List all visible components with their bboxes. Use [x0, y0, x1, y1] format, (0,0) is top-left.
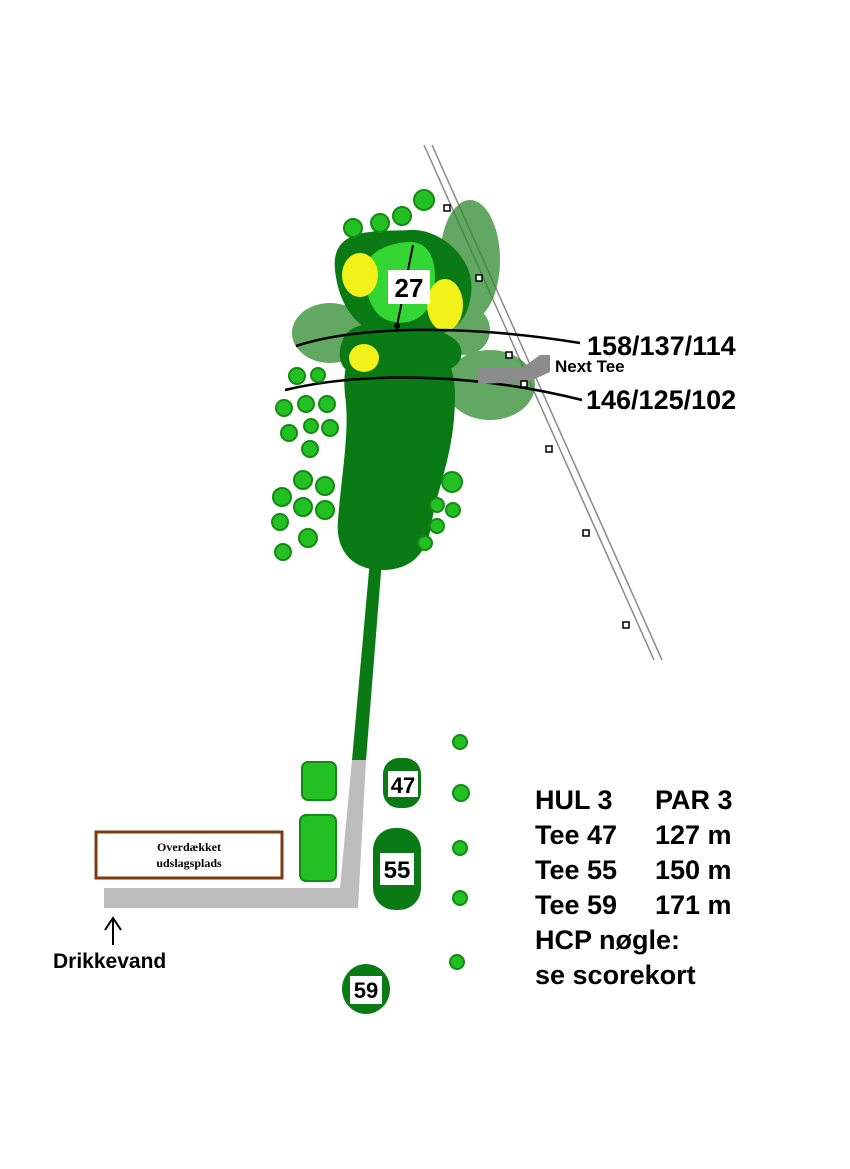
tee-55-length: 150 m — [655, 855, 732, 885]
tee-number-59: 59 — [354, 978, 378, 1003]
distance-arcs — [284, 328, 583, 402]
distance-front-label: 158/137/114 — [587, 331, 736, 361]
flag-number: 27 — [395, 273, 424, 303]
next-tee-label: Next Tee — [555, 357, 625, 376]
tee-55-name: Tee 55 — [535, 855, 618, 885]
rough-area — [292, 200, 535, 420]
ob-markers — [443, 204, 630, 629]
flag-number-box — [388, 270, 430, 304]
tee-47-length: 127 m — [655, 820, 732, 850]
distance-back-label: 146/125/102 — [586, 385, 736, 415]
path-next-tee — [478, 355, 550, 384]
hedges — [299, 761, 337, 882]
tee-number-47: 47 — [391, 773, 415, 798]
tee-59-name: Tee 59 — [535, 890, 618, 920]
up-arrow-icon — [104, 916, 122, 945]
bunker-right — [427, 279, 463, 331]
tee-59-length: 171 m — [655, 890, 732, 920]
tee-boxes — [342, 758, 421, 1014]
hole-number: HUL 3 — [535, 785, 613, 815]
tee-47-name: Tee 47 — [535, 820, 618, 850]
bunker-front — [349, 344, 379, 372]
walkway — [104, 760, 366, 908]
covered-driving-range — [94, 830, 284, 880]
par-value: PAR 3 — [655, 785, 733, 815]
green-surround — [334, 229, 472, 372]
fairway — [337, 324, 462, 760]
bunker-left — [342, 253, 378, 297]
tee-number-55: 55 — [384, 857, 411, 884]
shelter-label-1: Overdækket — [157, 840, 221, 854]
water-label: Drikkevand — [53, 950, 166, 973]
hcp-key-note: se scorekort — [535, 960, 696, 990]
shelter-label-2: udslagsplads — [156, 856, 222, 870]
trees — [271, 189, 470, 970]
hcp-key-label: HCP nøgle: — [535, 925, 681, 955]
